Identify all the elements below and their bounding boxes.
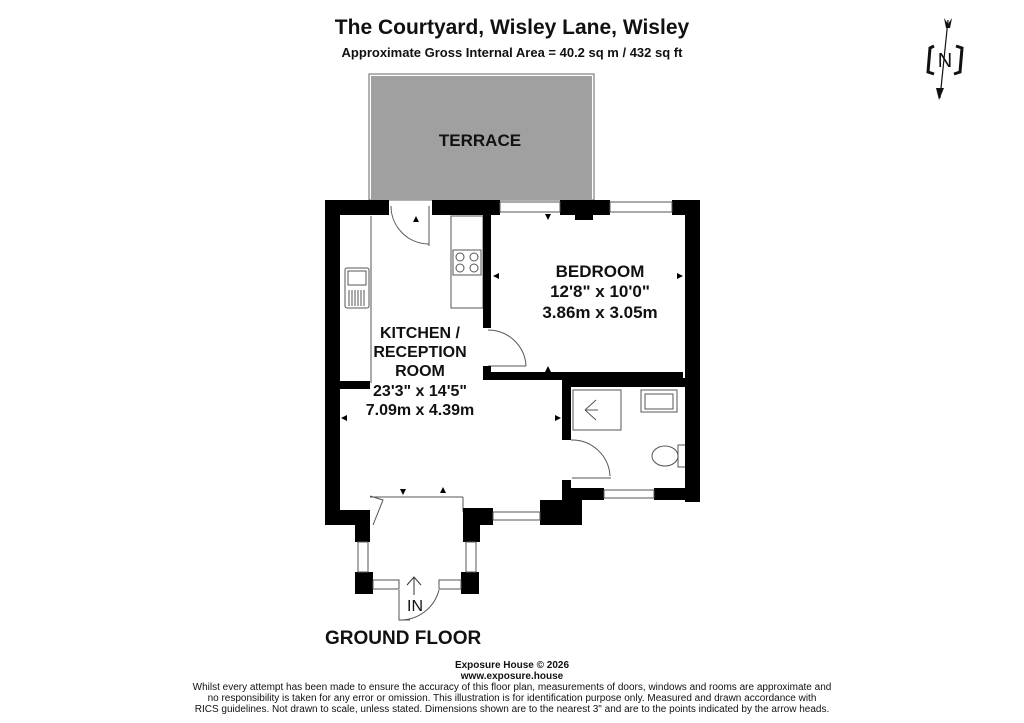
- kitchen-name-line3: ROOM: [395, 363, 445, 381]
- kitchen-name-line2: RECEPTION: [373, 344, 467, 362]
- footer-website: www.exposure.house: [460, 671, 564, 682]
- footer-disclaimer-2: no responsibility is taken for any error…: [207, 693, 817, 704]
- walls: [325, 200, 700, 594]
- terrace-label: TERRACE: [438, 131, 522, 150]
- plan-title: The Courtyard, Wisley Lane, Wisley: [334, 16, 690, 39]
- svg-text:N: N: [938, 50, 952, 72]
- floor-label: GROUND FLOOR: [325, 628, 482, 649]
- kitchen-name-line1: KITCHEN /: [380, 325, 460, 342]
- area-subtitle: Approximate Gross Internal Area = 40.2 s…: [341, 45, 683, 60]
- entrance-label: IN: [407, 598, 423, 615]
- bedroom-dimensions-metric: 3.86m x 3.05m: [542, 302, 658, 322]
- bedroom-label: BEDROOM 12'8" x 10'0" 3.86m x 3.05m: [515, 262, 685, 323]
- footer: Exposure House © 2026 www.exposure.house…: [0, 660, 1024, 715]
- bedroom-name: BEDROOM: [555, 262, 645, 281]
- footer-company: Exposure House © 2026: [454, 660, 570, 671]
- terrace-area: [368, 73, 595, 201]
- kitchen-label: KITCHEN / RECEPTION ROOM 23'3" x 14'5" 7…: [360, 324, 480, 420]
- north-compass-icon: N: [926, 18, 964, 100]
- bedroom-dimensions-imperial: 12'8" x 10'0": [550, 282, 650, 302]
- kitchen-dimensions-imperial: 23'3" x 14'5": [373, 382, 467, 400]
- footer-disclaimer-1: Whilst every attempt has been made to en…: [192, 682, 832, 693]
- kitchen-dimensions-metric: 7.09m x 4.39m: [365, 401, 475, 419]
- footer-disclaimer-3: RICS guidelines. Not drawn to scale, unl…: [194, 704, 830, 715]
